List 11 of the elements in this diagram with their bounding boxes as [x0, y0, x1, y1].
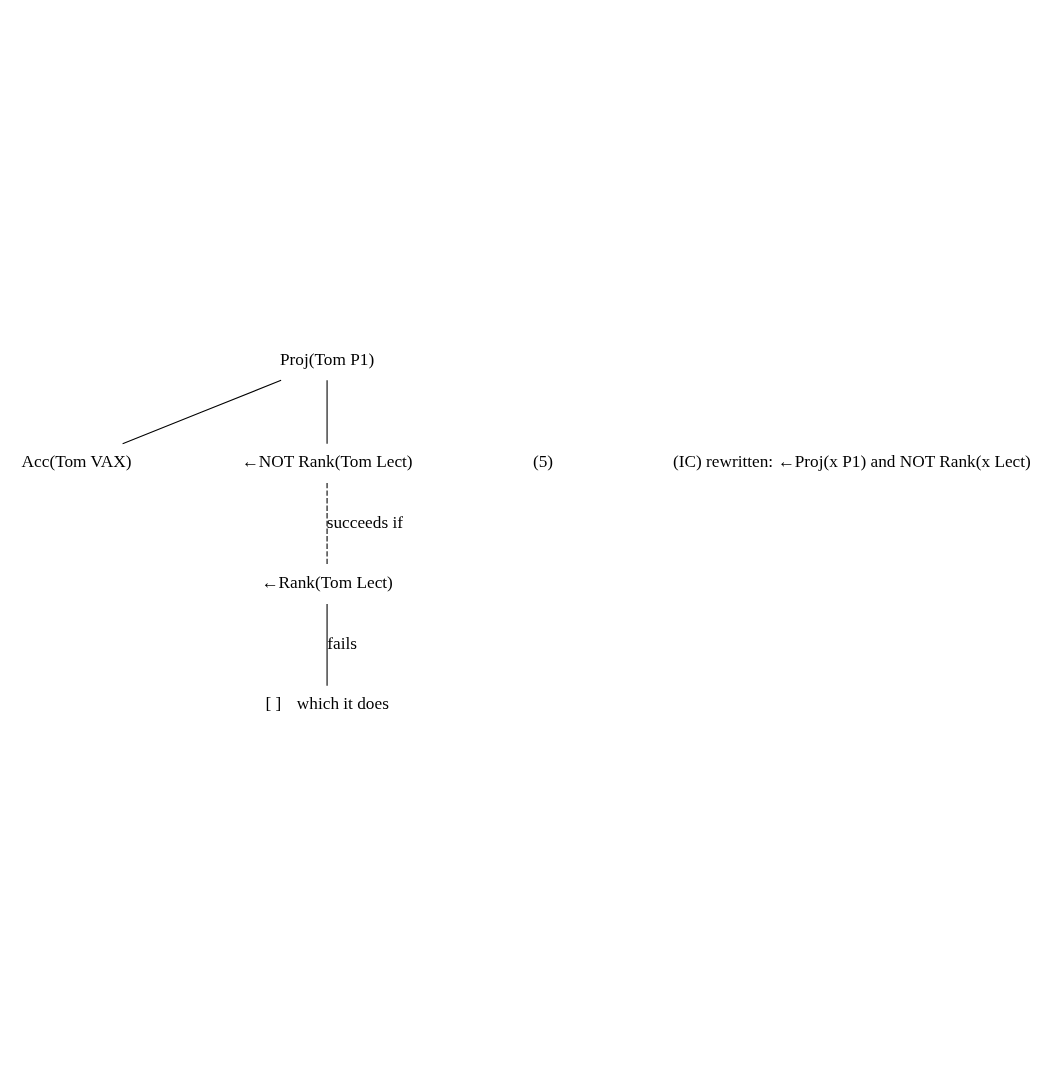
node-text: [ ]: [265, 693, 282, 713]
label: (IC) rewritten: ←Proj(x P1) and NOT Rank(x Lect): [672, 451, 1031, 471]
edge-label: succeeds if: [326, 512, 403, 532]
node-text: Acc(Tom VAX): [21, 451, 132, 471]
node-text: Proj(Tom P1): [279, 349, 375, 369]
label: (5): [532, 451, 554, 471]
node-text: ←Rank(Tom Lect): [261, 572, 393, 592]
edge-label: fails: [327, 633, 358, 653]
connector: [122, 379, 282, 444]
node-text: ←NOT Rank(Tom Lect): [241, 451, 413, 471]
node-label: which it does: [296, 693, 389, 713]
